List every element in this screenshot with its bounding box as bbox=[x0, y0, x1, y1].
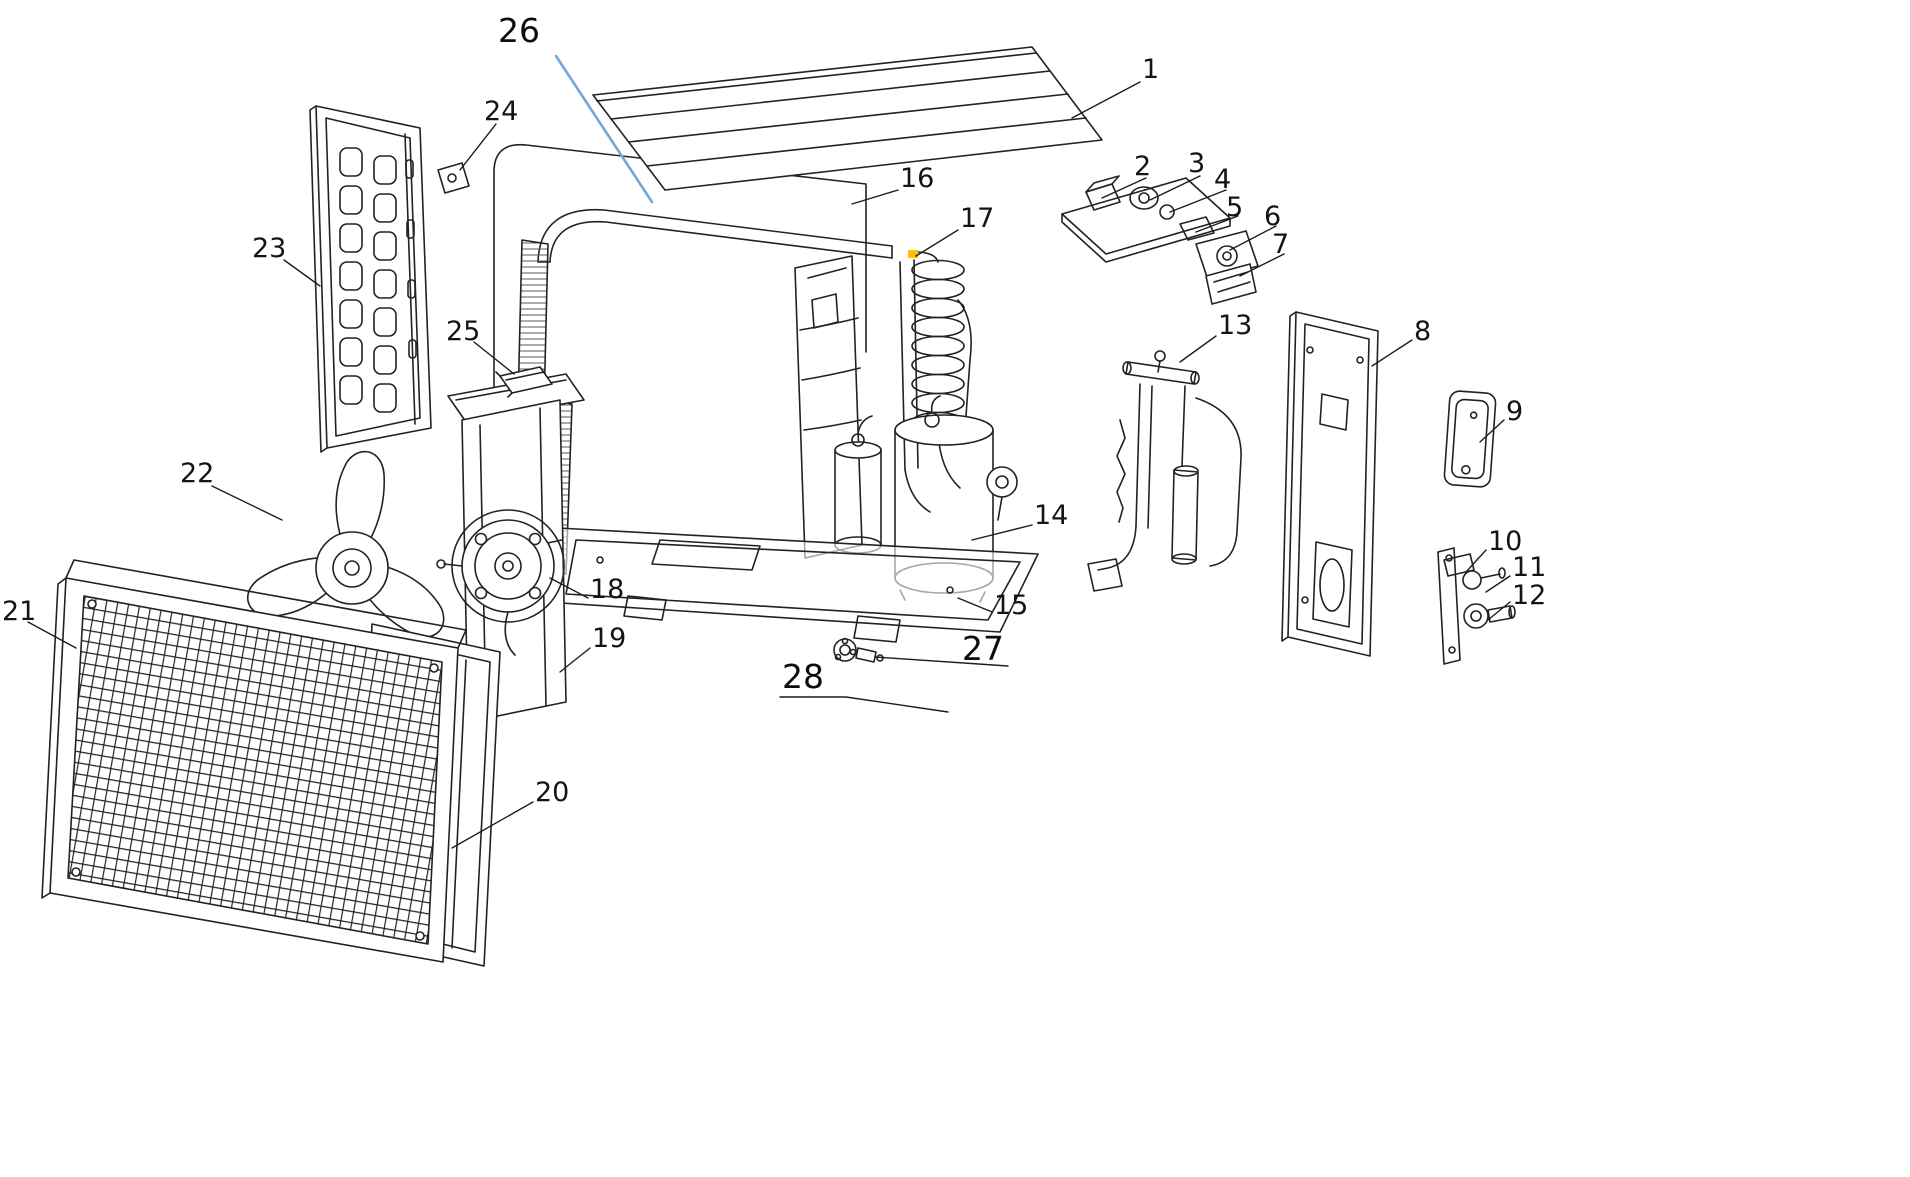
part-17-condenser bbox=[794, 251, 972, 559]
part-27-fitting bbox=[833, 637, 884, 663]
part-label-8: 8 bbox=[1414, 316, 1432, 347]
part-24-bracket bbox=[437, 162, 470, 194]
part-label-16: 16 bbox=[900, 163, 935, 194]
part-label-21: 21 bbox=[2, 596, 37, 627]
part-label-11: 11 bbox=[1512, 552, 1547, 583]
part-label-22: 22 bbox=[180, 458, 215, 489]
part-label-14: 14 bbox=[1034, 500, 1069, 531]
part-26-coil-tube bbox=[537, 208, 893, 263]
part-label-1: 1 bbox=[1142, 54, 1160, 85]
part-label-12: 12 bbox=[1512, 580, 1547, 611]
part-label-2: 2 bbox=[1134, 151, 1152, 182]
part-label-23: 23 bbox=[252, 233, 287, 264]
part-label-5: 5 bbox=[1226, 192, 1244, 223]
part-label-18: 18 bbox=[590, 574, 625, 605]
part-8-side-panel bbox=[1281, 311, 1379, 657]
part-22-fan bbox=[246, 450, 445, 638]
part-label-6: 6 bbox=[1264, 201, 1282, 232]
part-label-24: 24 bbox=[484, 96, 519, 127]
yellow-highlight-mark bbox=[908, 250, 918, 258]
leader-lines bbox=[27, 81, 1511, 849]
part-label-4: 4 bbox=[1214, 164, 1232, 195]
part-label-17: 17 bbox=[960, 203, 995, 234]
part-9-small-cover bbox=[1443, 390, 1497, 488]
part-1-top-cover bbox=[592, 46, 1103, 191]
part-21-front-grille bbox=[41, 559, 467, 963]
part-15-base-pan bbox=[545, 527, 1039, 643]
part-label-26: 26 bbox=[498, 11, 540, 50]
part-label-15: 15 bbox=[994, 590, 1029, 621]
part-10-12-valves bbox=[1437, 547, 1516, 665]
part-label-3: 3 bbox=[1188, 148, 1206, 179]
part-label-27: 27 bbox=[962, 629, 1004, 668]
part-label-25: 25 bbox=[446, 316, 481, 347]
part-label-7: 7 bbox=[1272, 229, 1290, 260]
part-label-20: 20 bbox=[535, 777, 570, 808]
part-label-28: 28 bbox=[782, 657, 824, 696]
leader-line-26-blue bbox=[554, 54, 654, 204]
part-label-10: 10 bbox=[1488, 526, 1523, 557]
part-label-19: 19 bbox=[592, 623, 627, 654]
part-label-9: 9 bbox=[1506, 396, 1524, 427]
part-18-fan-motor bbox=[436, 519, 555, 656]
part-13-piping bbox=[1087, 350, 1242, 592]
part-23-left-grille-panel bbox=[309, 105, 432, 453]
part-label-13: 13 bbox=[1218, 310, 1253, 341]
